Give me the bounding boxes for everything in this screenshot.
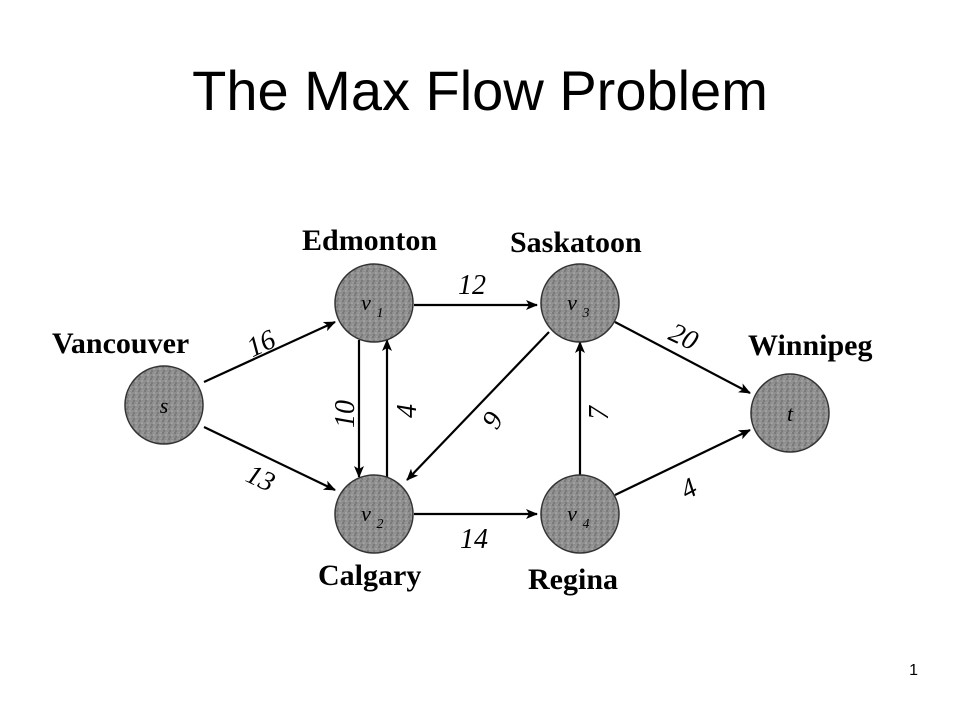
- node-v3-label: v: [567, 290, 577, 315]
- node-v2-label: v: [361, 501, 371, 526]
- node-v1: v 1: [334, 263, 414, 343]
- node-v2: v 2: [334, 474, 414, 554]
- city-label-edmonton: Edmonton: [302, 224, 437, 257]
- slide-title: The Max Flow Problem: [192, 59, 768, 122]
- capacity-v2-v1: 4: [392, 404, 423, 418]
- node-v4-subscript: 4: [583, 517, 590, 532]
- node-v4: v 4: [540, 474, 620, 554]
- city-label-vancouver: Vancouver: [52, 327, 189, 360]
- node-v1-label: v: [361, 290, 371, 315]
- node-s-label: s: [160, 393, 169, 418]
- nodes: s v 1 v 2 v 3 v 4 t: [124, 263, 830, 554]
- city-label-regina: Regina: [528, 563, 618, 596]
- node-s: s: [124, 365, 204, 445]
- edge-s-v1: [203, 320, 336, 384]
- edge-v4-t: [614, 429, 751, 496]
- capacity-v1-v3: 12: [458, 270, 486, 301]
- node-t-label: t: [787, 401, 794, 426]
- node-v1-subscript: 1: [377, 306, 384, 321]
- capacity-v1-v2: 10: [330, 400, 361, 428]
- capacity-v3-v2: 9: [476, 407, 510, 435]
- edge-s-v2: [203, 426, 336, 491]
- city-label-winnipeg: Winnipeg: [748, 329, 873, 362]
- edges: [203, 300, 751, 519]
- city-labels: Vancouver Edmonton Saskatoon Winnipeg Ca…: [52, 224, 873, 596]
- capacity-v2-v4: 14: [460, 524, 488, 555]
- node-v4-label: v: [567, 501, 577, 526]
- edge-v3-v2: [406, 331, 550, 481]
- page-number: 1: [909, 662, 918, 679]
- city-label-saskatoon: Saskatoon: [510, 226, 642, 259]
- city-label-calgary: Calgary: [318, 559, 421, 592]
- edge-v3-t: [614, 321, 751, 394]
- capacity-s-v1: 16: [242, 324, 280, 364]
- capacity-v4-v3: 7: [584, 405, 615, 420]
- node-t: t: [750, 373, 830, 453]
- capacity-s-v2: 13: [241, 459, 279, 499]
- capacity-v4-t: 4: [675, 472, 702, 506]
- node-v3-subscript: 3: [582, 306, 590, 321]
- node-v3: v 3: [540, 263, 620, 343]
- node-v2-subscript: 2: [377, 517, 384, 532]
